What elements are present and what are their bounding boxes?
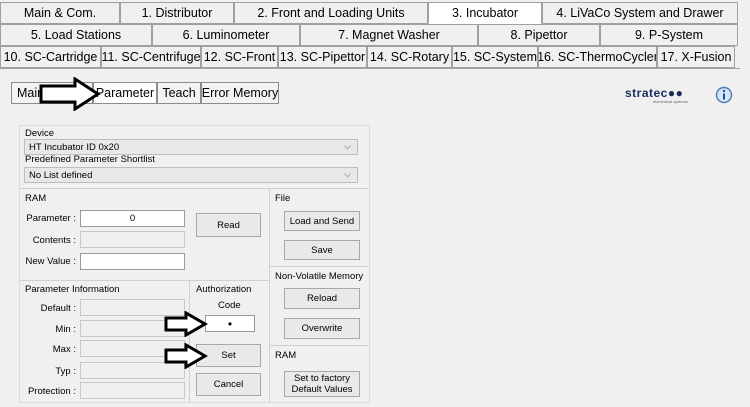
protection-label: Protection :: [27, 386, 76, 397]
contents-field: [80, 231, 185, 248]
shortlist-value: No List defined: [29, 169, 93, 181]
reload-button[interactable]: Reload: [284, 288, 360, 309]
divider: [189, 281, 190, 402]
typ-field: [80, 362, 185, 379]
tab-sc-centrifuge[interactable]: 11. SC-Centrifuge: [101, 46, 201, 68]
divider: [20, 280, 269, 281]
shortlist-label: Predefined Parameter Shortlist: [25, 154, 155, 165]
divider: [270, 345, 369, 346]
tab-sc-thermocycler[interactable]: 16. SC-ThermoCycler: [538, 46, 657, 68]
device-select[interactable]: HT Incubator ID 0x20 ⌵: [24, 139, 358, 155]
logo-tagline: biomedical systems: [653, 99, 688, 104]
tab-main-com[interactable]: Main & Com.: [0, 2, 120, 24]
parameter-input[interactable]: 0: [80, 210, 185, 227]
contents-label: Contents :: [32, 235, 76, 246]
code-input[interactable]: •: [205, 315, 255, 332]
tab-p-system[interactable]: 9. P-System: [600, 24, 738, 46]
tab-front-loading[interactable]: 2. Front and Loading Units: [234, 2, 428, 24]
subtab-parameter[interactable]: Parameter: [93, 82, 157, 104]
file-title: File: [275, 193, 291, 204]
max-label: Max :: [52, 344, 76, 355]
default-label: Default :: [40, 303, 76, 314]
typ-label: Typ :: [55, 366, 76, 377]
tab-sc-system[interactable]: 15. SC-System: [452, 46, 538, 68]
info-icon[interactable]: [715, 86, 733, 104]
stratec-logo: stratec●● biomedical systems: [625, 86, 695, 108]
tab-x-fusion[interactable]: 17. X-Fusion: [657, 46, 735, 68]
protection-field: [80, 382, 185, 399]
tab-livaco[interactable]: 4. LiVaCo System and Drawer: [542, 2, 738, 24]
code-label: Code: [218, 300, 241, 311]
tab-sc-front[interactable]: 12. SC-Front: [201, 46, 278, 68]
tab-content-border: [0, 68, 740, 69]
tab-magnet-washer[interactable]: 7. Magnet Washer: [300, 24, 478, 46]
ram2-title: RAM: [275, 350, 297, 361]
pointer-arrow-icon: [164, 311, 208, 337]
auth-title: Authorization: [196, 284, 252, 295]
chevron-down-icon: ⌵: [344, 141, 351, 151]
save-button[interactable]: Save: [284, 240, 360, 260]
read-button[interactable]: Read: [196, 213, 261, 237]
parameter-label: Parameter :: [26, 213, 76, 224]
pointer-arrow-icon: [39, 77, 101, 111]
logo-text: stratec: [625, 86, 668, 100]
default-field: [80, 299, 185, 316]
ram-title: RAM: [25, 193, 47, 204]
load-and-send-button[interactable]: Load and Send: [284, 211, 360, 231]
divider: [20, 188, 369, 189]
subtab-error-memory[interactable]: Error Memory: [201, 82, 279, 104]
tab-sc-cartridge[interactable]: 10. SC-Cartridge: [0, 46, 101, 68]
nvm-title: Non-Volatile Memory: [275, 271, 364, 282]
tab-incubator[interactable]: 3. Incubator: [428, 2, 542, 24]
divider: [270, 266, 369, 267]
subtab-teach[interactable]: Teach: [157, 82, 201, 104]
tab-distributor[interactable]: 1. Distributor: [120, 2, 234, 24]
min-label: Min :: [55, 324, 76, 335]
tab-sc-rotary[interactable]: 14. SC-Rotary: [367, 46, 452, 68]
pointer-arrow-icon: [164, 343, 208, 369]
param-info-title: Parameter Information: [25, 284, 120, 295]
tab-pipettor[interactable]: 8. Pipettor: [478, 24, 600, 46]
cancel-button[interactable]: Cancel: [196, 373, 261, 396]
chevron-down-icon: ⌵: [344, 169, 351, 179]
tab-sc-pipettor[interactable]: 13. SC-Pipettor: [278, 46, 367, 68]
set-factory-defaults-button[interactable]: Set to factory Default Values: [284, 371, 360, 397]
overwrite-button[interactable]: Overwrite: [284, 318, 360, 339]
device-value: HT Incubator ID 0x20: [29, 141, 120, 153]
divider: [269, 189, 270, 402]
device-label: Device: [25, 128, 55, 139]
tab-luminometer[interactable]: 6. Luminometer: [152, 24, 300, 46]
tab-load-stations[interactable]: 5. Load Stations: [0, 24, 152, 46]
shortlist-select[interactable]: No List defined ⌵: [24, 167, 358, 183]
new-value-input[interactable]: [80, 253, 185, 270]
new-value-label: New Value :: [25, 256, 76, 267]
